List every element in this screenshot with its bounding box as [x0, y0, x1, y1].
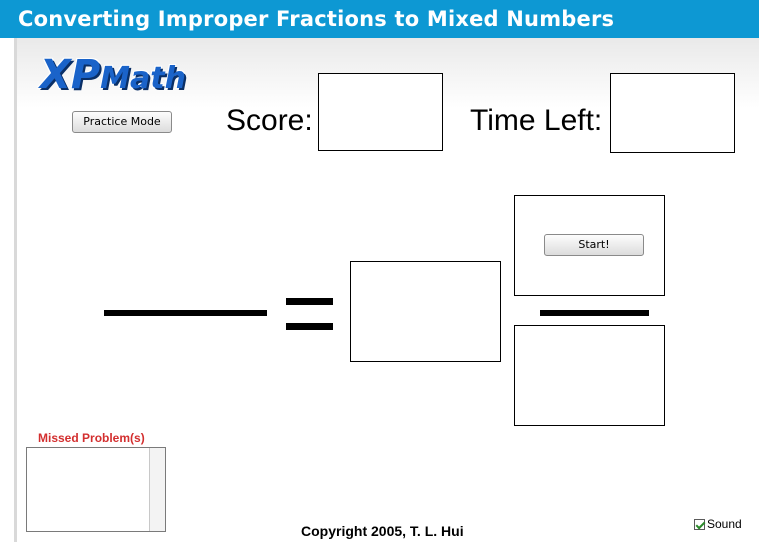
logo-math-text: Math [100, 61, 186, 96]
xpmath-logo: XPMath [40, 52, 186, 98]
whole-number-answer-box[interactable] [350, 261, 501, 362]
start-button[interactable]: Start! [544, 234, 644, 256]
page-title: Converting Improper Fractions to Mixed N… [18, 7, 615, 31]
missed-problems-list[interactable] [26, 447, 166, 532]
mixed-fraction-bar [540, 310, 649, 316]
copyright-text: Copyright 2005, T. L. Hui [301, 523, 464, 539]
score-display [318, 73, 443, 151]
sound-checkbox[interactable] [694, 518, 705, 530]
denominator-answer-box[interactable] [514, 325, 665, 426]
improper-fraction-bar [104, 310, 267, 316]
page-title-bar: Converting Improper Fractions to Mixed N… [0, 0, 759, 38]
time-left-display [610, 73, 735, 153]
missed-problems-scrollbar[interactable] [149, 448, 165, 531]
missed-problems-label: Missed Problem(s) [38, 431, 145, 445]
practice-mode-button[interactable]: Practice Mode [72, 111, 172, 133]
logo-xp-text: XP [40, 52, 101, 98]
time-left-label: Time Left: [470, 104, 603, 137]
sound-label: Sound [707, 517, 742, 531]
sound-toggle[interactable]: Sound [694, 517, 742, 531]
equals-sign-top [286, 298, 333, 305]
equals-sign-bottom [286, 323, 333, 330]
score-label: Score: [226, 104, 313, 137]
